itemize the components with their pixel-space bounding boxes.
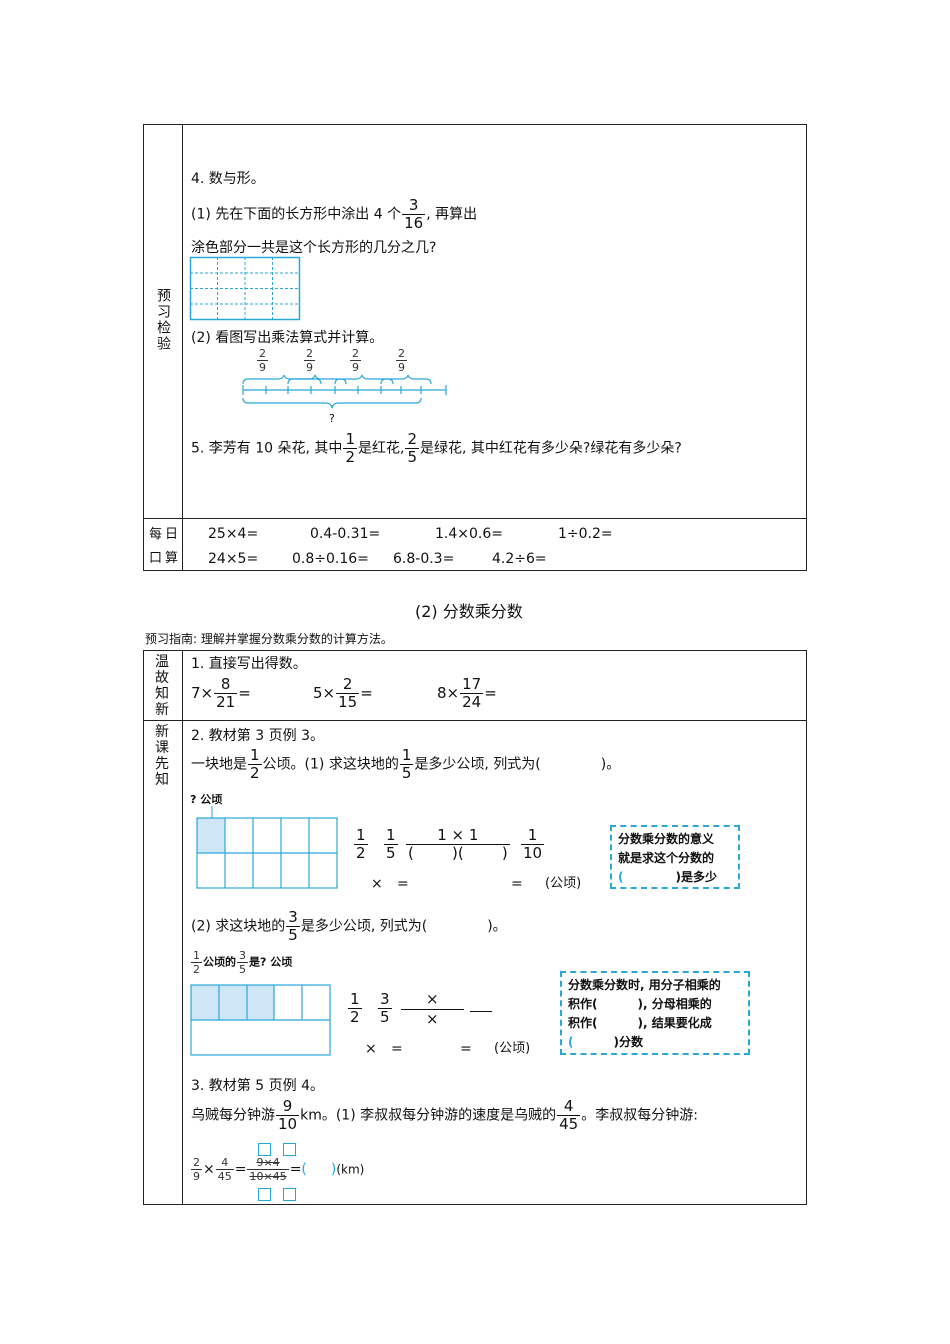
new-lesson-table (143, 650, 807, 1205)
calc1-unit: (公顷) (545, 876, 582, 891)
segment-diagram (242, 374, 447, 409)
q4-part2: (2) 看图写出乘法算式并计算。 (191, 330, 384, 346)
calc2-eq1: = (391, 1041, 403, 1057)
blank-square-1[interactable] (258, 1143, 271, 1156)
new-lesson-label: 新课先知 (155, 724, 169, 788)
calc2-times: × (365, 1041, 377, 1057)
review-label: 温故知新 (155, 654, 169, 718)
area-diagram-1 (196, 806, 338, 889)
preview-check-table (143, 124, 807, 571)
calc2-result-line (470, 1011, 492, 1012)
q2-title: 2. 教材第 3 页例 3。 (191, 728, 324, 744)
oral-r2-c2: 0.8÷0.16= (292, 551, 369, 567)
oral-r2-c4: 4.2÷6= (492, 551, 547, 567)
segment-question-mark: ? (329, 412, 335, 425)
tip-box-rule: 分数乘分数时, 用分子相乘的 积作(), 分母相乘的 积作(), 结果要化成 (… (560, 971, 750, 1055)
diagram1-label: ? 公顷 (190, 793, 223, 806)
oral-r1-c3: 1.4×0.6= (435, 526, 503, 542)
preview-check-label: 预习检验 (155, 288, 171, 352)
blank-square-3[interactable] (258, 1188, 271, 1201)
q4-part1-line2: 涂色部分一共是这个长方形的几分之几? (191, 240, 437, 256)
table1-divider-horizontal (143, 518, 807, 519)
calc1-frac-mid: 1 × 1( )( ) (406, 826, 510, 862)
oral-r2-c1: 24×5= (208, 551, 259, 567)
calc1-times: × (371, 876, 383, 892)
oral-r1-c4: 1÷0.2= (558, 526, 613, 542)
q3-title: 3. 教材第 5 页例 4。 (191, 1078, 324, 1094)
oral-r1-c2: 0.4-0.31= (310, 526, 381, 542)
tip-box-meaning: 分数乘分数的意义 就是求这个分数的 ()是多少 (610, 825, 740, 889)
oral-r1-c1: 25×4= (208, 526, 259, 542)
daily-oral-label: 每日口算 (149, 527, 182, 566)
q4-title: 4. 数与形。 (191, 171, 265, 187)
table2-divider-horizontal (143, 720, 807, 721)
section-heading: (2) 分数乘分数 (415, 602, 523, 621)
preview-guide: 预习指南: 理解并掌握分数乘分数的计算方法。 (145, 632, 393, 646)
calc2-eq2: = (460, 1041, 472, 1057)
oral-r2-c3: 6.8-0.3= (393, 551, 455, 567)
calc2-unit: (公顷) (494, 1041, 531, 1056)
table1-divider-vertical (182, 124, 183, 571)
calc2-frac-mid: ×× (400, 992, 465, 1027)
blank-square-4[interactable] (283, 1188, 296, 1201)
calc1-eq2: = (511, 876, 523, 892)
rectangle-grid-16[interactable] (189, 256, 302, 321)
q1-title: 1. 直接写出得数。 (191, 656, 307, 672)
table2-divider-vertical (182, 650, 183, 1205)
blank-square-2[interactable] (283, 1143, 296, 1156)
calc1-eq1: = (397, 876, 409, 892)
area-diagram-2 (190, 984, 331, 1056)
